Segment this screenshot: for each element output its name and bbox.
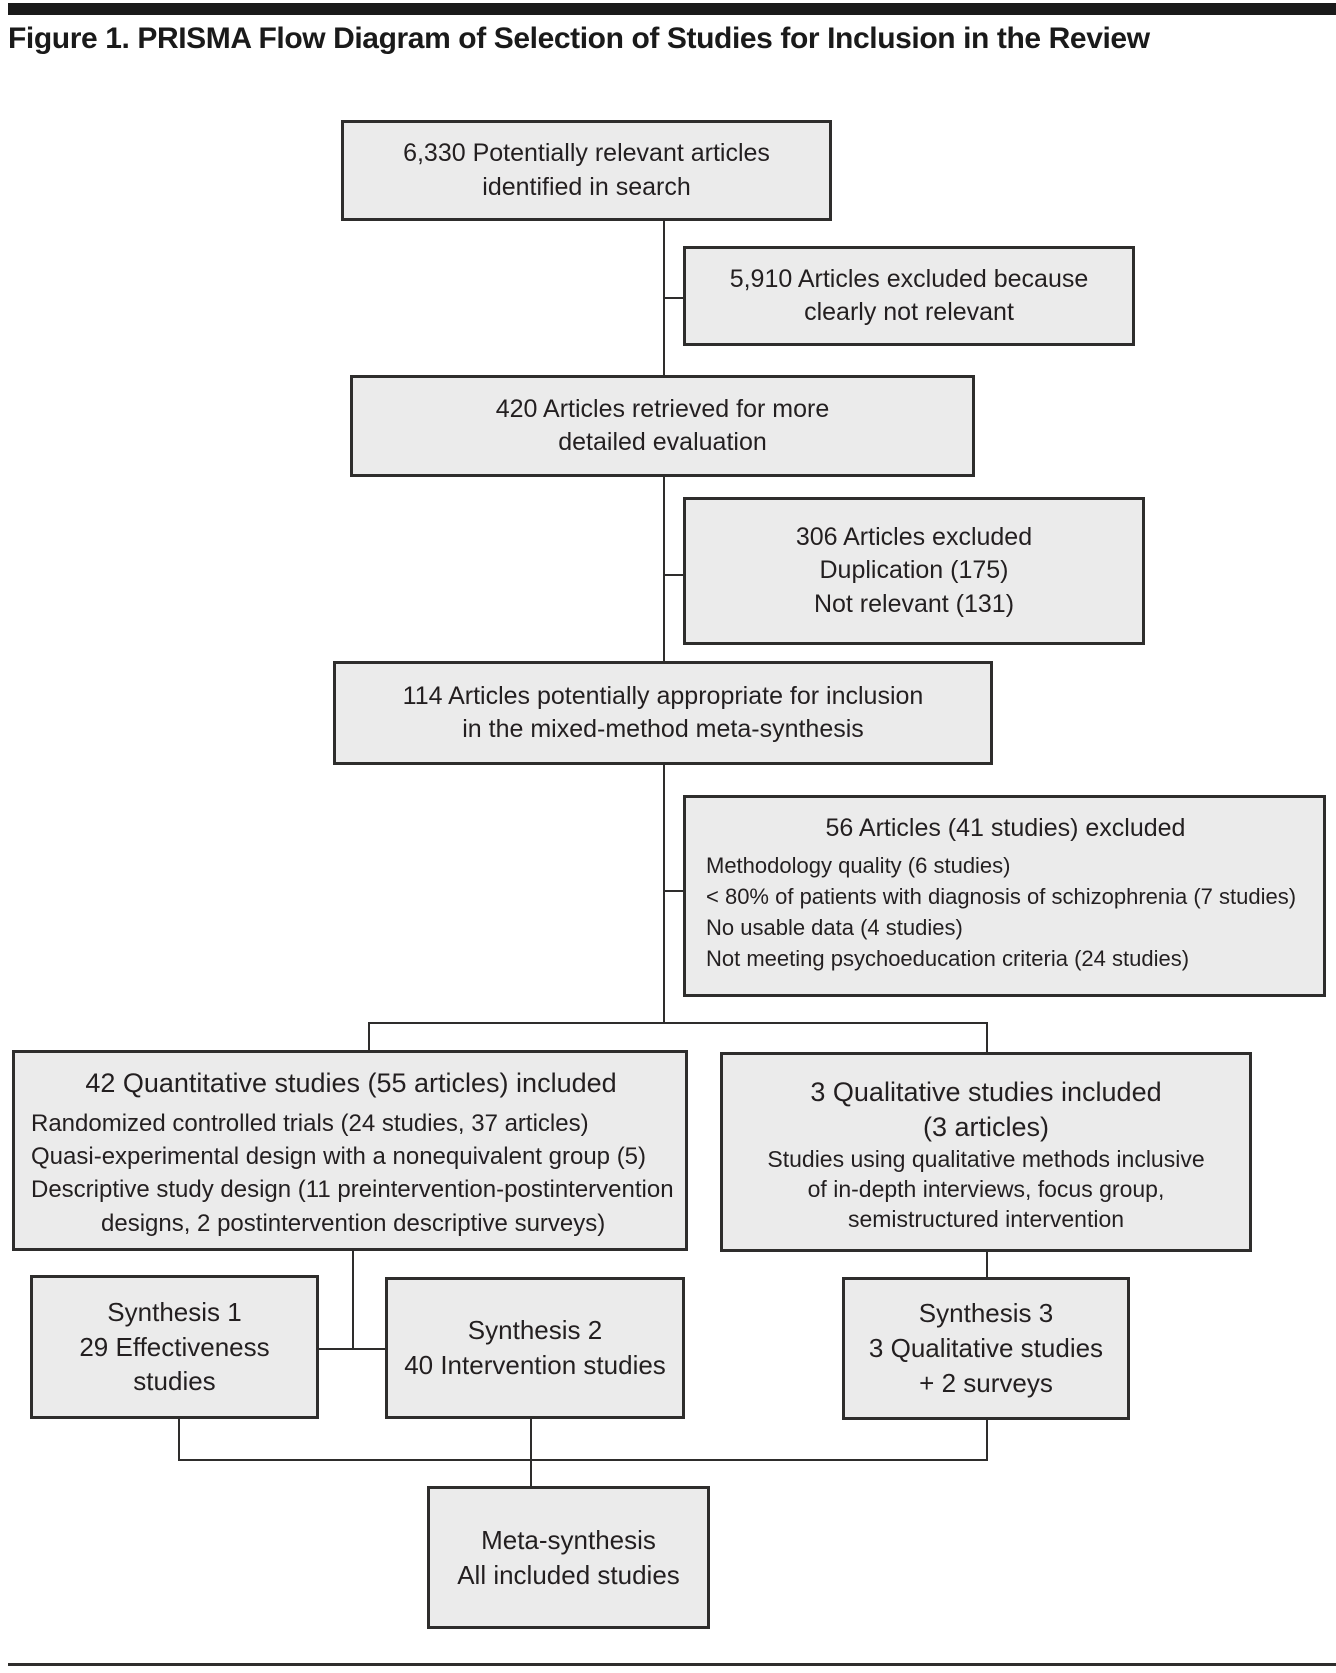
- connector-synthesis1-synthesis2-link: [319, 1348, 385, 1350]
- bottom-rule-bar: [8, 1663, 1336, 1666]
- box-text-line: Synthesis 2: [467, 1315, 603, 1346]
- box-text-line: 5,910 Articles excluded because: [729, 264, 1089, 293]
- box-text-line: 306 Articles excluded: [795, 522, 1033, 551]
- box-text-line: Synthesis 1: [107, 1296, 242, 1327]
- connector-synthesis1-down: [178, 1419, 180, 1459]
- top-rule-bar: [8, 3, 1336, 15]
- exclusion-reason: < 80% of patients with diagnosis of schi…: [706, 883, 1297, 909]
- study-design-detail: Randomized controlled trials (24 studies…: [31, 1110, 589, 1138]
- box-title: (3 articles): [922, 1112, 1050, 1143]
- box-text-line: clearly not relevant: [804, 298, 1014, 326]
- box-text-line: detailed evaluation: [558, 428, 767, 456]
- figure-title: Figure 1. PRISMA Flow Diagram of Selecti…: [8, 22, 1150, 55]
- study-design-detail: designs, 2 postintervention descriptive …: [101, 1209, 606, 1237]
- exclusion-reason: Not meeting psychoeducation criteria (24…: [706, 946, 1190, 972]
- box-text-line: 420 Articles retrieved for more: [495, 394, 830, 423]
- box-articles-potentially-appropriate: 114 Articles potentially appropriate for…: [333, 661, 993, 765]
- box-potentially-relevant-articles: 6,330 Potentially relevant articles iden…: [341, 120, 832, 221]
- box-text-line: in the mixed-method meta-synthesis: [462, 715, 864, 743]
- box-articles-excluded-duplication: 306 Articles excluded Duplication (175) …: [683, 497, 1145, 645]
- connector-synthesis3-down: [986, 1420, 988, 1459]
- connector-branch-excluded-detail: [663, 574, 685, 576]
- box-text-line: Synthesis 3: [918, 1298, 1054, 1329]
- box-text-line: Duplication (175): [819, 556, 1009, 585]
- connector-quantitative-down: [352, 1251, 354, 1349]
- exclusion-reason: Methodology quality (6 studies): [706, 852, 1011, 878]
- box-title: 56 Articles (41 studies) excluded: [825, 814, 1186, 842]
- box-articles-excluded-not-relevant: 5,910 Articles excluded because clearly …: [683, 246, 1135, 346]
- connector-qualitative-to-synthesis3: [986, 1252, 988, 1277]
- box-meta-synthesis: Meta-synthesis All included studies: [427, 1486, 710, 1629]
- box-text-line: studies: [133, 1366, 216, 1397]
- box-text-line: Not relevant (131): [813, 589, 1015, 618]
- qualitative-method-detail: Studies using qualitative methods inclus…: [767, 1146, 1205, 1173]
- box-qualitative-studies-included: 3 Qualitative studies included (3 articl…: [720, 1052, 1252, 1252]
- qualitative-method-detail: of in-depth interviews, focus group,: [807, 1176, 1165, 1203]
- study-design-detail: Quasi-experimental design with a nonequi…: [31, 1143, 647, 1171]
- connector-branch-excluded-synthesis: [663, 890, 685, 892]
- box-synthesis-3: Synthesis 3 3 Qualitative studies + 2 su…: [842, 1277, 1130, 1420]
- box-text-line: 40 Intervention studies: [404, 1350, 666, 1380]
- qualitative-method-detail: semistructured intervention: [847, 1206, 1125, 1233]
- box-text-line: Meta-synthesis: [481, 1524, 656, 1555]
- connector-branch-excluded-initial: [663, 297, 685, 299]
- box-text-line: identified in search: [482, 172, 691, 201]
- connector-retrieved-to-appropriate: [663, 477, 665, 661]
- exclusion-reason: No usable data (4 studies): [706, 914, 963, 940]
- connector-synthesis2-to-meta: [530, 1419, 532, 1486]
- connector-appropriate-down: [663, 765, 665, 1022]
- box-text-line: 114 Articles potentially appropriate for…: [402, 681, 924, 710]
- box-text-line: 3 Qualitative studies: [868, 1333, 1104, 1364]
- box-quantitative-studies-included: 42 Quantitative studies (55 articles) in…: [12, 1050, 688, 1251]
- box-synthesis-1: Synthesis 1 29 Effectiveness studies: [30, 1275, 319, 1419]
- box-text-line: + 2 surveys: [919, 1367, 1053, 1398]
- box-text-line: All included studies: [457, 1559, 680, 1590]
- box-title: 3 Qualitative studies included: [810, 1077, 1162, 1108]
- connector-merge-horizontal: [178, 1459, 988, 1461]
- study-design-detail: Descriptive study design (11 preinterven…: [31, 1176, 674, 1204]
- connector-split-horizontal: [368, 1022, 988, 1024]
- box-text-line: 29 Effectiveness: [79, 1331, 270, 1362]
- box-articles-studies-excluded: 56 Articles (41 studies) excluded Method…: [683, 795, 1326, 997]
- box-synthesis-2: Synthesis 2 40 Intervention studies: [385, 1277, 685, 1419]
- box-articles-retrieved: 420 Articles retrieved for more detailed…: [350, 375, 975, 477]
- box-title: 42 Quantitative studies (55 articles) in…: [85, 1068, 617, 1098]
- connector-split-to-quantitative: [368, 1022, 370, 1050]
- connector-split-to-qualitative: [986, 1022, 988, 1052]
- box-text-line: 6,330 Potentially relevant articles: [403, 139, 770, 167]
